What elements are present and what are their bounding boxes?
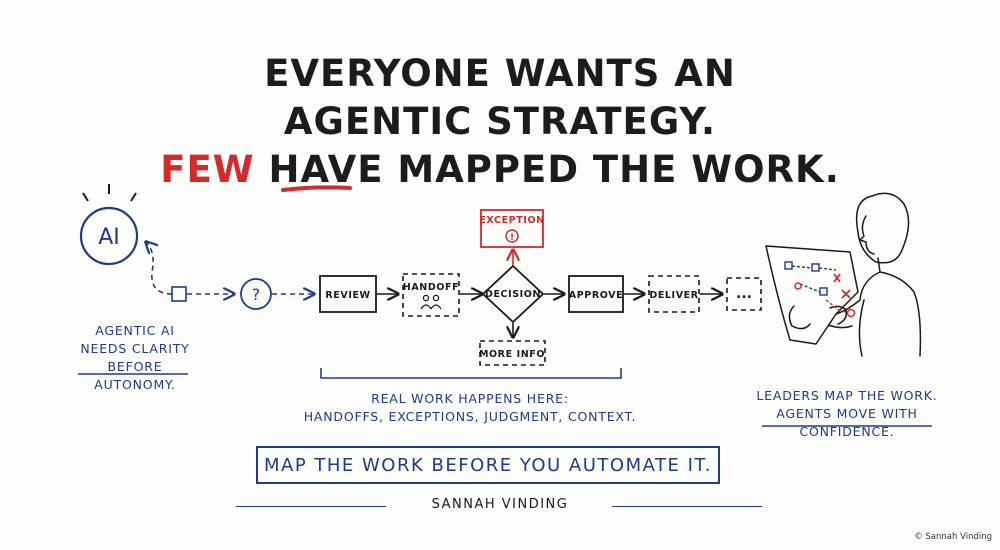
right-caption-line-1: LEADERS MAP THE WORK. [756,388,938,403]
ai-feedback-connector [146,242,173,295]
title-highlight: FEW [160,148,255,191]
exception-node [480,209,544,248]
deliver-label: DELIVER [649,290,698,301]
few-underline [281,185,352,192]
bracket-caption-line-1: REAL WORK HAPPENS HERE: [371,391,569,406]
right-caption: LEADERS MAP THE WORK. AGENTS MOVE WITH C… [742,387,952,441]
more-info-label: MORE INFO [479,349,545,360]
person-with-map-illustration [765,192,922,357]
small-square-node [171,286,187,302]
copyright-notice: © Sannah Vinding [914,532,992,542]
author-rule-right [612,506,762,507]
left-caption-line-3: BEFORE AUTONOMY. [94,359,176,392]
decision-label: DECISION [485,289,541,300]
exclamation-label: ! [510,233,514,243]
more-info-node [479,340,546,366]
left-caption-line-2: NEEDS CLARITY [80,341,190,356]
title-line-3: FEW HAVE MAPPED THE WORK. [0,148,1000,191]
approve-node [568,275,624,313]
review-node [319,275,377,313]
author-name: SANNAH VINDING [431,497,569,512]
author-rule-left [236,506,386,507]
title-line-1: EVERYONE WANTS AN [264,52,736,95]
title-line-3-rest: HAVE MAPPED THE WORK. [254,148,840,191]
map-route-marks [784,261,856,318]
call-to-action-banner: MAP THE WORK BEFORE YOU AUTOMATE IT. [256,446,720,484]
question-label: ? [252,285,261,304]
continuation-node [726,277,762,311]
left-caption-line-1: AGENTIC AI [95,323,175,338]
ai-circle-icon [79,184,139,266]
real-work-bracket [320,368,622,379]
ai-label: AI [98,225,120,250]
handoff-node [402,273,460,317]
title-line-2: AGENTIC STRATEGY. [283,100,717,143]
bracket-caption: REAL WORK HAPPENS HERE: HANDOFFS, EXCEPT… [300,390,640,426]
deliver-node [648,275,700,313]
continuation-label: ... [736,286,752,302]
left-caption: AGENTIC AI NEEDS CLARITY BEFORE AUTONOMY… [80,322,190,394]
bracket-caption-line-2: HANDOFFS, EXCEPTIONS, JUDGMENT, CONTEXT. [303,409,637,424]
question-icon [240,278,272,310]
decision-node [481,264,545,324]
review-label: REVIEW [325,290,370,301]
handoff-label: HANDOFF [403,282,459,293]
exclamation-icon [505,229,519,243]
approve-label: APPROVE [569,290,623,301]
people-icon [420,294,442,310]
exception-label: EXCEPTION [479,215,544,226]
right-caption-line-2: AGENTS MOVE WITH CONFIDENCE. [776,406,918,439]
banner-text: MAP THE WORK BEFORE YOU AUTOMATE IT. [263,454,713,476]
